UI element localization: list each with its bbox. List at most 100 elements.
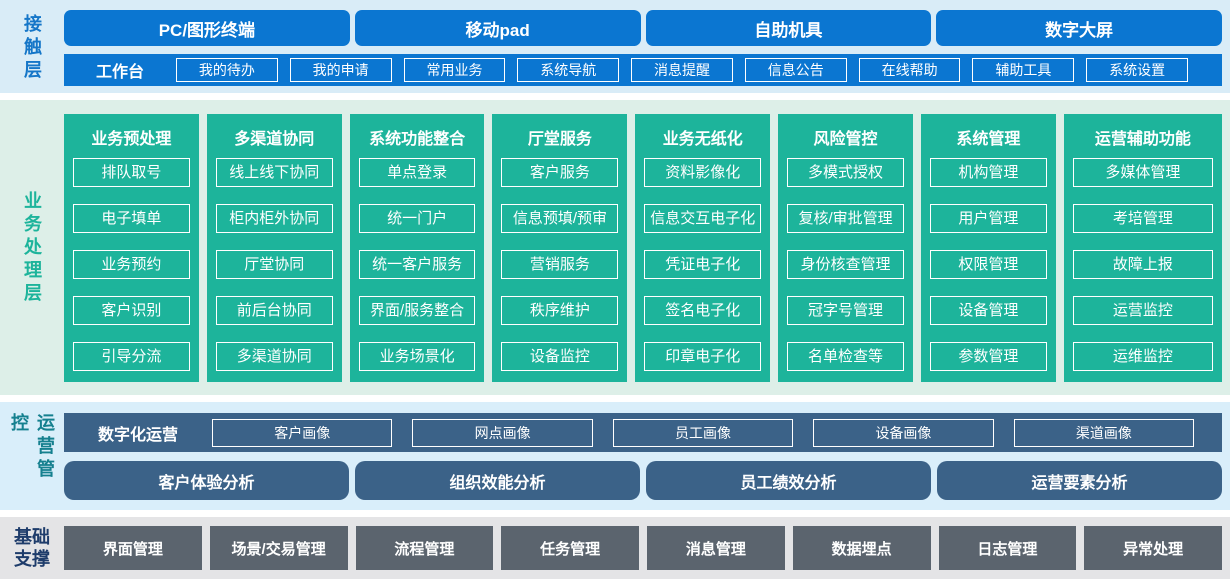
business-column: 风险管控 多模式授权复核/审批管理身份核查管理冠字号管理名单检查等 (778, 114, 913, 382)
business-column-title: 多渠道协同 (234, 131, 315, 148)
business-column-items: 机构管理用户管理权限管理设备管理参数管理 (929, 158, 1047, 371)
business-item: 多渠道协同 (215, 342, 333, 371)
business-item: 统一门户 (358, 204, 476, 233)
business-item: 用户管理 (929, 204, 1047, 233)
foundation-item: 流程管理 (355, 526, 494, 570)
portrait-item: 客户画像 (212, 418, 393, 447)
business-item: 柜内柜外协同 (215, 204, 333, 233)
business-column-title: 业务无纸化 (662, 131, 743, 148)
business-item: 多媒体管理 (1072, 158, 1213, 187)
business-item: 参数管理 (929, 342, 1047, 371)
business-item: 电子填单 (73, 204, 190, 233)
business-column-items: 客户服务信息预填/预审营销服务秩序维护设备监控 (501, 158, 619, 371)
business-item: 资料影像化 (644, 158, 762, 187)
workbench-item: 消息提醒 (631, 58, 733, 82)
business-item: 客户服务 (501, 158, 619, 187)
business-column: 运营辅助功能 多媒体管理考培管理故障上报运营监控运维监控 (1063, 114, 1222, 382)
business-item: 复核/审批管理 (787, 204, 904, 233)
business-column-title: 风险管控 (813, 131, 878, 148)
workbench-item: 系统导航 (517, 58, 620, 82)
workbench-item: 辅助工具 (972, 58, 1075, 82)
operations-layer-body: 数字化运营 客户画像网点画像员工画像设备画像渠道画像 客户体验分析组织效能分析员… (64, 413, 1222, 500)
workbench-item: 常用业务 (403, 58, 506, 82)
portrait-item: 设备画像 (813, 418, 994, 447)
business-columns: 业务预处理 排队取号电子填单业务预约客户识别引导分流 多渠道协同 线上线下协同柜… (64, 114, 1222, 382)
business-column-items: 多媒体管理考培管理故障上报运营监控运维监控 (1072, 158, 1213, 371)
business-item: 前后台协同 (215, 296, 333, 325)
business-item: 统一客户服务 (358, 250, 476, 279)
business-item: 设备监控 (501, 342, 619, 371)
business-item: 故障上报 (1072, 250, 1213, 279)
analysis-box: 客户体验分析 (64, 461, 349, 500)
foundation-item: 日志管理 (938, 526, 1077, 570)
business-column-items: 多模式授权复核/审批管理身份核查管理冠字号管理名单检查等 (787, 158, 904, 371)
terminal-button: 移动pad (354, 10, 641, 46)
business-item: 机构管理 (929, 158, 1047, 187)
business-item: 签名电子化 (644, 296, 762, 325)
business-layer-label: 业务处理层 (22, 190, 42, 306)
workbench-item: 信息公告 (744, 58, 847, 82)
business-column: 系统管理 机构管理用户管理权限管理设备管理参数管理 (920, 114, 1056, 382)
business-column-title: 系统功能整合 (369, 131, 466, 148)
business-item: 排队取号 (73, 158, 190, 187)
workbench-items: 我的待办我的申请常用业务系统导航消息提醒信息公告在线帮助辅助工具系统设置 (176, 58, 1189, 82)
business-item: 运维监控 (1072, 342, 1213, 371)
workbench-item: 我的待办 (176, 58, 278, 82)
business-column-items: 单点登录统一门户统一客户服务界面/服务整合业务场景化 (358, 158, 476, 371)
foundation-item: 数据埋点 (792, 526, 931, 570)
business-column: 业务预处理 排队取号电子填单业务预约客户识别引导分流 (64, 114, 199, 382)
digital-operations-label: 数字化运营 (97, 426, 178, 444)
foundation-layer-label: 基础支撑 (0, 526, 64, 570)
terminal-button: PC/图形终端 (64, 10, 350, 46)
portrait-item: 网点画像 (412, 418, 593, 447)
portrait-item: 渠道画像 (1013, 418, 1195, 447)
foundation-item: 场景/交易管理 (209, 526, 348, 570)
contact-layer-label: 接触层 (22, 13, 42, 83)
workbench-label: 工作台 (95, 64, 144, 81)
business-column-title: 厅堂服务 (527, 131, 592, 148)
foundation-item: 界面管理 (64, 526, 202, 570)
business-item: 设备管理 (929, 296, 1047, 325)
business-item: 单点登录 (358, 158, 476, 187)
analysis-row: 客户体验分析组织效能分析员工绩效分析运营要素分析 (64, 461, 1222, 500)
business-column: 业务无纸化 资料影像化信息交互电子化凭证电子化签名电子化印章电子化 (635, 114, 771, 382)
operations-layer-section: 运营管控 数字化运营 客户画像网点画像员工画像设备画像渠道画像 客户体验分析组织… (0, 402, 1230, 510)
workbench-item: 在线帮助 (858, 58, 961, 82)
foundation-layer-section: 基础支撑 界面管理场景/交易管理流程管理任务管理消息管理数据埋点日志管理异常处理 (0, 517, 1230, 579)
workbench-item: 系统设置 (1086, 58, 1189, 82)
business-column-title: 业务预处理 (91, 131, 172, 148)
business-item: 冠字号管理 (787, 296, 904, 325)
business-item: 营销服务 (501, 250, 619, 279)
business-item: 业务预约 (73, 250, 190, 279)
analysis-box: 员工绩效分析 (646, 461, 931, 500)
foundation-item: 异常处理 (1084, 526, 1222, 570)
business-item: 厅堂协同 (215, 250, 333, 279)
business-layer-section: 业务处理层 业务预处理 排队取号电子填单业务预约客户识别引导分流 多渠道协同 线… (0, 100, 1230, 395)
analysis-box: 运营要素分析 (937, 461, 1222, 500)
digital-operations-bar: 数字化运营 客户画像网点画像员工画像设备画像渠道画像 (64, 413, 1222, 452)
business-item: 客户识别 (73, 296, 190, 325)
portrait-item: 员工画像 (612, 418, 794, 447)
business-item: 线上线下协同 (215, 158, 333, 187)
business-column: 多渠道协同 线上线下协同柜内柜外协同厅堂协同前后台协同多渠道协同 (206, 114, 342, 382)
business-column-items: 排队取号电子填单业务预约客户识别引导分流 (73, 158, 190, 371)
workbench-item: 我的申请 (289, 58, 392, 82)
business-item: 引导分流 (73, 342, 190, 371)
business-item: 信息预填/预审 (501, 204, 619, 233)
business-item: 界面/服务整合 (358, 296, 476, 325)
business-item: 运营监控 (1072, 296, 1213, 325)
terminal-button: 自助机具 (645, 10, 932, 46)
business-item: 身份核查管理 (787, 250, 904, 279)
business-column: 系统功能整合 单点登录统一门户统一客户服务界面/服务整合业务场景化 (349, 114, 485, 382)
business-column-items: 资料影像化信息交互电子化凭证电子化签名电子化印章电子化 (644, 158, 762, 371)
business-item: 秩序维护 (501, 296, 619, 325)
operations-layer-label: 运营管控 (9, 413, 55, 482)
foundation-layer-label-text: 基础支撑 (14, 526, 50, 570)
foundation-item: 消息管理 (647, 526, 785, 570)
terminal-button: 数字大屏 (936, 10, 1222, 46)
business-column-title: 运营辅助功能 (1094, 131, 1191, 148)
